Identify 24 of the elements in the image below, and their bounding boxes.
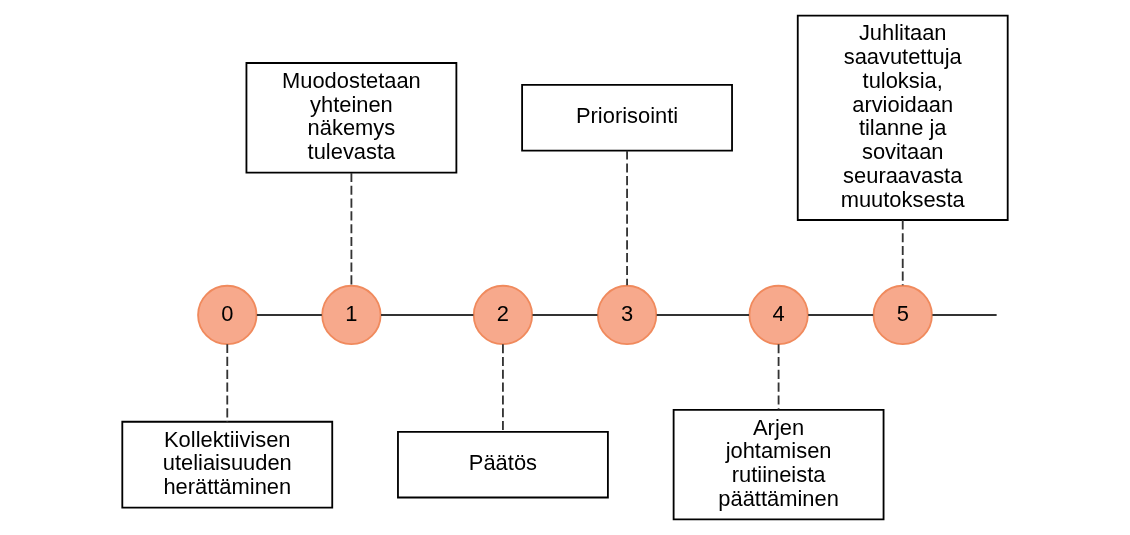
connector (255, 314, 323, 316)
connector (626, 149, 628, 287)
node-box: Juhlitaan saavutettuja tuloksia, arvioidaan tilanne ja sovitaan seuraavasta muutoksesta (796, 14, 1009, 221)
node-circle: 0 (197, 284, 258, 346)
connector (380, 314, 475, 316)
node-box: Kollektiivisen uteliaisuuden herättäminen (121, 420, 334, 509)
node-box: Muodostetaan yhteinen näkemys tulevasta (245, 62, 458, 174)
connector (901, 219, 904, 287)
node-box: Päätös (397, 430, 609, 499)
node-box: Arjen johtamisen rutiineista päättäminen (672, 408, 885, 521)
connector (226, 343, 229, 423)
node-box: Priorisointi (521, 84, 733, 152)
connector (807, 314, 875, 316)
node-circle: 1 (321, 284, 382, 346)
connector (531, 314, 599, 316)
connector (777, 343, 780, 411)
connector (931, 314, 998, 316)
node-circle: 3 (596, 284, 658, 346)
node-circle: 5 (872, 284, 933, 346)
connector (655, 314, 750, 316)
connector (502, 343, 504, 433)
node-circle: 2 (472, 284, 534, 346)
node-circle: 4 (748, 284, 809, 346)
connector (350, 172, 353, 287)
